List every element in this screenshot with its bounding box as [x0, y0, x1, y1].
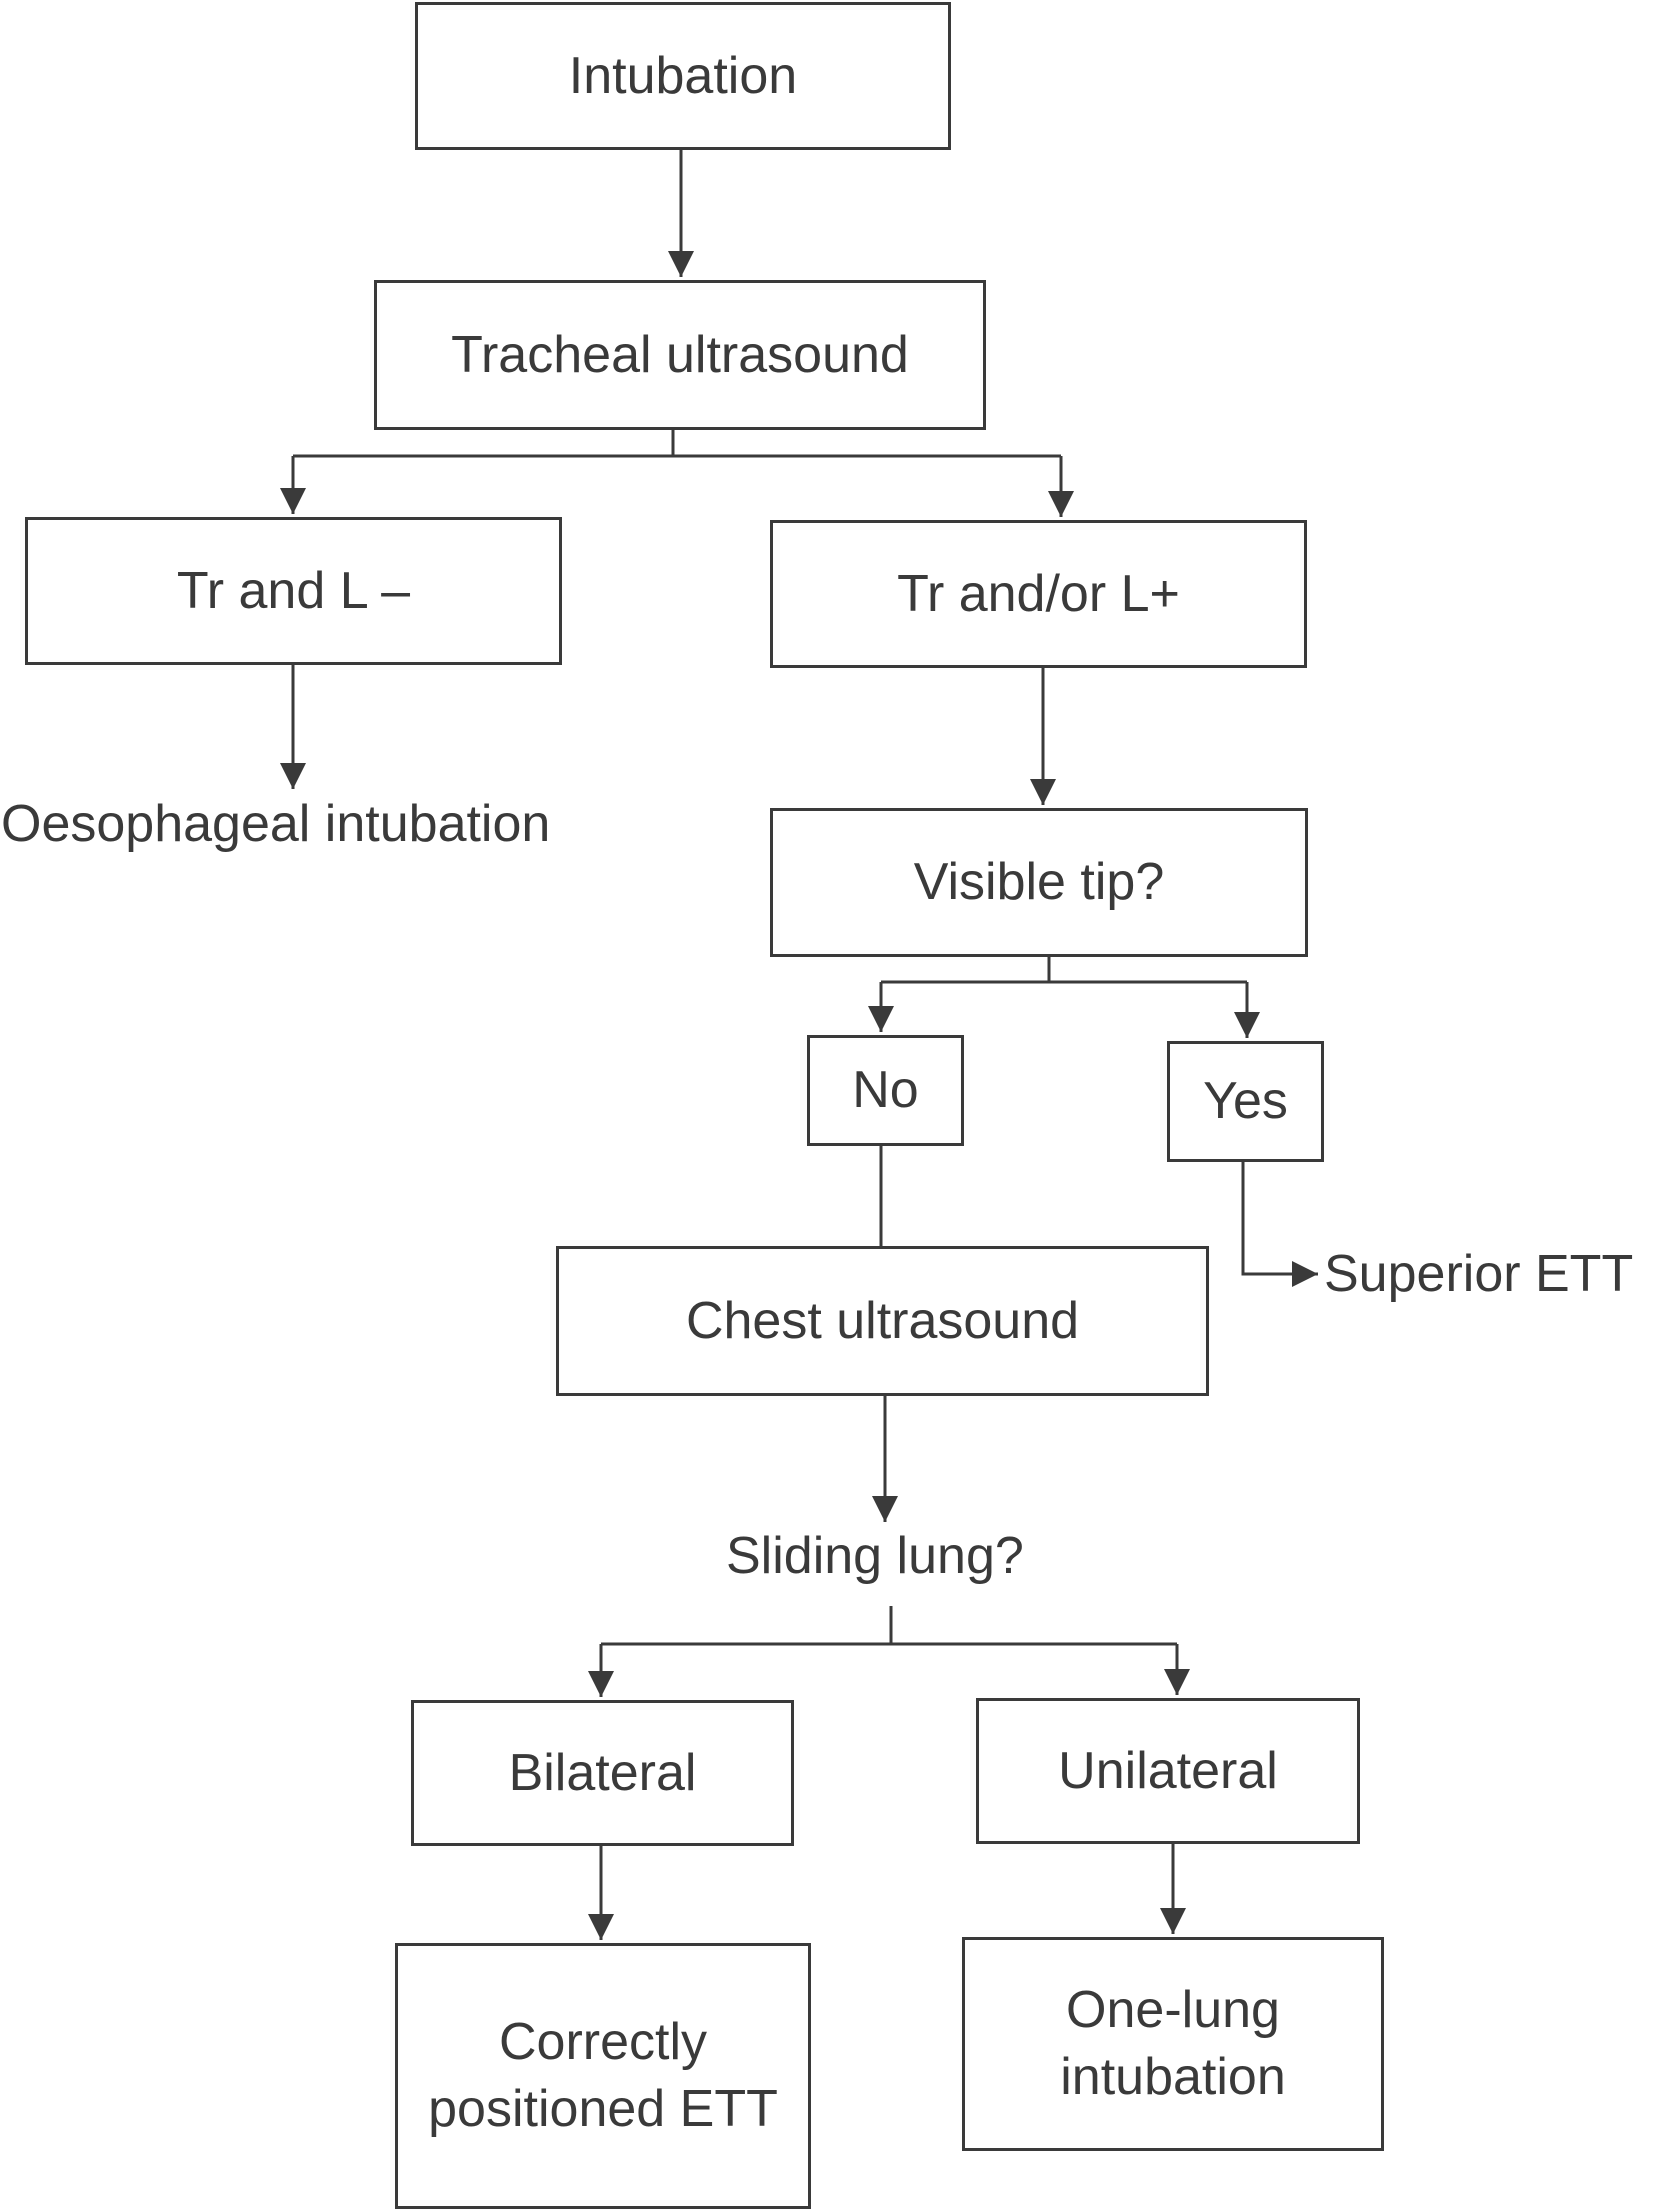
node-visible-tip-label: Visible tip?	[913, 853, 1165, 912]
superior-ett-label: Superior ETT	[1324, 1245, 1634, 1303]
node-one-lung-intubation: One-lung intubation	[962, 1937, 1384, 2151]
edge-yes-to-superior-ett	[1241, 1162, 1318, 1287]
node-intubation-label: Intubation	[568, 46, 798, 105]
node-correctly-positioned-ett: Correctly positioned ETT	[395, 1943, 811, 2209]
node-bilateral-label: Bilateral	[508, 1743, 697, 1802]
node-tracheal-ultrasound: Tracheal ultrasound	[374, 280, 986, 430]
node-unilateral: Unilateral	[976, 1698, 1360, 1844]
node-no: No	[807, 1035, 964, 1146]
node-correctly-positioned-ett-label: Correctly positioned ETT	[428, 2013, 778, 2138]
node-yes: Yes	[1167, 1041, 1324, 1162]
node-tracheal-ultrasound-label: Tracheal ultrasound	[451, 325, 909, 384]
node-visible-tip: Visible tip?	[770, 808, 1308, 957]
sliding-lung-label: Sliding lung?	[726, 1527, 1024, 1585]
node-tr-and-l-neg: Tr and L –	[25, 517, 562, 665]
node-unilateral-label: Unilateral	[1058, 1741, 1278, 1800]
node-tr-andor-l-pos-label: Tr and/or L+	[897, 564, 1180, 623]
node-yes-label: Yes	[1203, 1072, 1288, 1131]
oesophageal-intubation-label: Oesophageal intubation	[1, 795, 551, 853]
node-chest-ultrasound: Chest ultrasound	[556, 1246, 1209, 1396]
node-no-label: No	[852, 1061, 919, 1120]
node-tr-and-l-neg-label: Tr and L –	[176, 561, 411, 620]
node-one-lung-intubation-label: One-lung intubation	[1060, 1981, 1286, 2106]
node-chest-ultrasound-label: Chest ultrasound	[685, 1291, 1080, 1350]
node-intubation: Intubation	[415, 2, 951, 150]
node-tr-andor-l-pos: Tr and/or L+	[770, 520, 1307, 668]
node-bilateral: Bilateral	[411, 1700, 794, 1846]
